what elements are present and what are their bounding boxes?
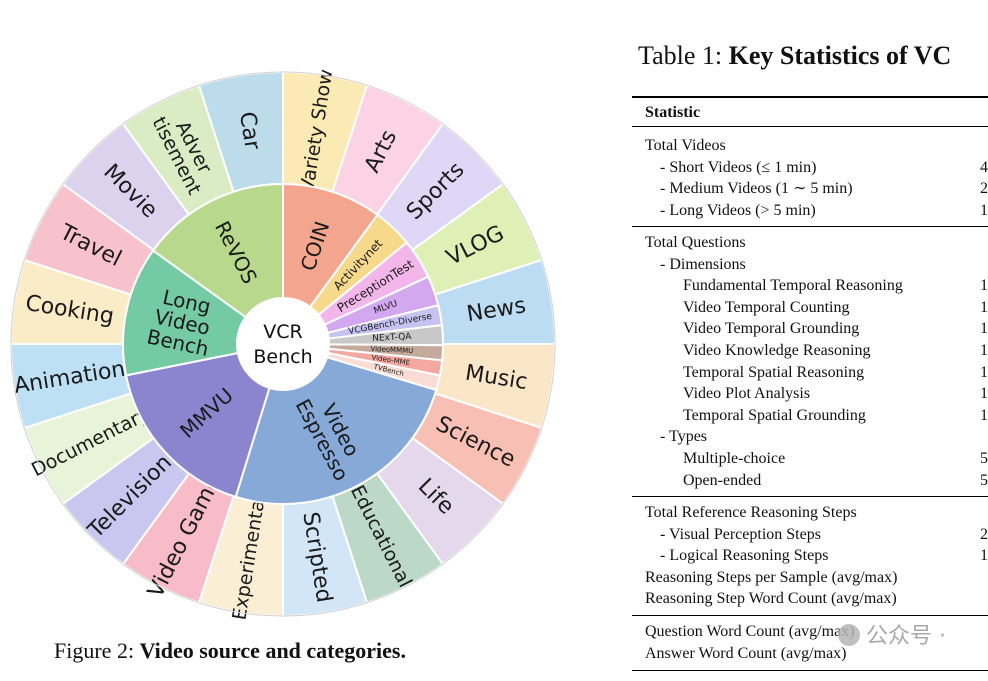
table-row-label: - Dimensions (660, 255, 746, 273)
table-row-label: - Medium Videos (1 ∼ 5 min) (660, 180, 853, 198)
inner-label-text: NExT-QA (372, 332, 413, 344)
table-row-value: 1 (980, 298, 988, 316)
wheel-center (237, 298, 329, 390)
table-row-label: Reasoning Steps per Sample (avg/max) (645, 568, 898, 586)
table-bottom-rule (632, 670, 988, 671)
table-row-value: 1 (980, 547, 988, 565)
figure-caption-bold: Video source and categories. (139, 638, 406, 663)
table-row-label: - Long Videos (> 5 min) (660, 201, 816, 219)
table-row-label: Video Temporal Grounding (683, 320, 860, 338)
table-header-rule (632, 126, 988, 127)
table-title-prefix: Table 1: (638, 41, 729, 70)
figure-caption: Figure 2: Video source and categories. (54, 638, 406, 664)
table-row-label: Temporal Spatial Reasoning (683, 363, 865, 381)
table-row-label: - Types (660, 428, 708, 446)
outer-label: Car (234, 110, 265, 152)
table-row-value: 5 (980, 471, 988, 489)
table-row-label: Total Reference Reasoning Steps (645, 504, 857, 521)
table-row-label: Question Word Count (avg/max) (645, 623, 855, 640)
outer-label-text: Car (234, 110, 265, 152)
table-row-value: 1 (980, 320, 988, 338)
table-title: Table 1: Key Statistics of VC (638, 41, 951, 71)
table-row-label: - Visual Perception Steps (660, 525, 821, 543)
table-row-label: Video Knowledge Reasoning (683, 342, 871, 359)
table-row-label: Reasoning Step Word Count (avg/max) (645, 590, 897, 608)
table-row-value: 2 (980, 180, 988, 198)
watermark: 公众号 · (838, 618, 946, 650)
table-row-value: 1 (980, 277, 988, 295)
table-row-label: Video Plot Analysis (683, 385, 811, 403)
table-row-label: Fundamental Temporal Reasoning (683, 277, 903, 295)
table-group-rule (632, 226, 988, 227)
table-row-value: 1 (980, 406, 988, 424)
table-top-rule (632, 96, 988, 98)
figure-caption-prefix: Figure 2: (54, 638, 140, 663)
watermark-text: 公众号 · (866, 624, 946, 649)
table-title-bold: Key Statistics of VC (728, 41, 952, 70)
table-row-label: Temporal Spatial Grounding (683, 406, 866, 424)
wheel-center-text: Bench (253, 346, 312, 368)
table-row-label: - Short Videos (≤ 1 min) (660, 158, 817, 176)
table-row-value: 1 (980, 342, 988, 359)
wheel-center-text: VCR (263, 321, 302, 343)
inner-label: VideoMMMU (370, 345, 413, 355)
inner-label: NExT-QA (372, 332, 413, 344)
table-row-label: - Logical Reasoning Steps (660, 547, 829, 565)
paw-icon (838, 624, 860, 646)
table-row-value: 4 (980, 158, 988, 176)
table-header: Statistic (645, 104, 701, 121)
inner-label-text: VideoMMMU (370, 345, 413, 355)
table-row-value: 1 (980, 363, 988, 381)
table-row-label: Open-ended (683, 471, 762, 489)
table-row-label: Video Temporal Counting (683, 298, 850, 316)
table-row-value: 2 (980, 525, 988, 543)
table-row-label: Answer Word Count (avg/max) (645, 644, 847, 662)
table-row-value: 1 (980, 385, 988, 403)
table-group-rule (632, 615, 988, 616)
table-row-label: Multiple-choice (683, 450, 786, 467)
table-row-label: Total Videos (645, 137, 726, 154)
wheel-outline (10, 71, 556, 617)
table-group-rule (632, 496, 988, 497)
table-row-value: 1 (980, 201, 988, 219)
table-row-label: Total Questions (645, 234, 746, 251)
table-row-value: 5 (980, 450, 988, 467)
